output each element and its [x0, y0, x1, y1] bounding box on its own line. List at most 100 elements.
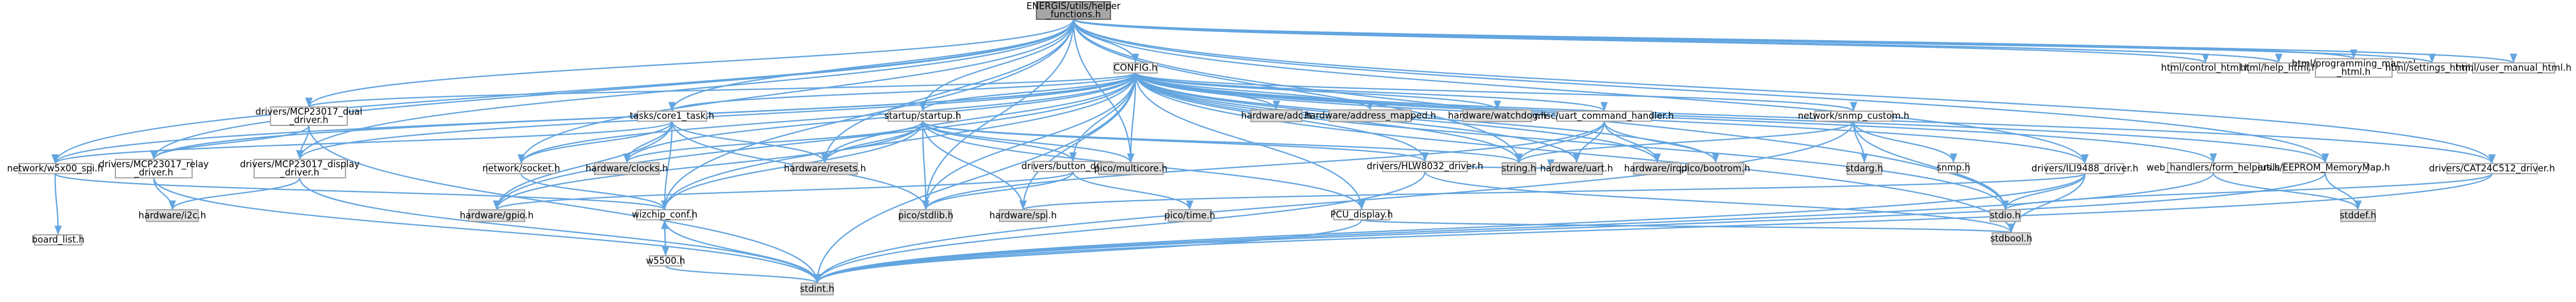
- node-form_helpers[interactable]: web_handlers/form_helpers.h: [2146, 162, 2280, 174]
- edge-root-to-html_control: [1073, 18, 2209, 64]
- node-uart_cmd[interactable]: misc/uart_command_handler.h: [1535, 111, 1674, 122]
- node-box-pcu_display: [1333, 209, 1391, 221]
- edge-root-to-cat24: [1073, 19, 2496, 164]
- node-hw_resets: hardware/resets.h: [784, 162, 866, 175]
- edge-config-to-eeprom: [1135, 73, 2329, 163]
- node-core1[interactable]: tasks/core1_task.h: [630, 111, 714, 122]
- edge-ili9488-to-stdbool: [2007, 173, 2086, 233]
- node-html_help[interactable]: html/help_html.h: [2240, 62, 2317, 74]
- node-box-hw_watchdog: [1462, 109, 1533, 123]
- edge-root-to-hw_resets: [821, 19, 1074, 163]
- node-hw_adc: hardware/adc.h: [1241, 109, 1312, 123]
- node-label-stddef: stddef.h: [2340, 210, 2376, 221]
- node-label-board_list: board_list.h: [32, 234, 85, 245]
- node-box-w5x00: [18, 163, 92, 174]
- node-box-hw_irq: [1633, 162, 1681, 175]
- node-hlw8032[interactable]: drivers/HLW8032_driver.h: [1367, 161, 1483, 172]
- edge-startup-to-pico_multicore: [922, 120, 1135, 163]
- node-label-core1: tasks/core1_task.h: [630, 111, 714, 122]
- node-stdbool: stdbool.h: [1990, 232, 2033, 245]
- node-label-pico_bootrom: pico/bootrom.h: [1681, 163, 1750, 174]
- edge-w5500-to-wizchip: [660, 219, 669, 256]
- edge-hlw8032-to-stdint: [813, 171, 1426, 283]
- node-ili9488[interactable]: drivers/ILI9488_driver.h: [2031, 163, 2139, 174]
- node-html_user[interactable]: html/user_manual_html.h: [2456, 62, 2572, 74]
- node-label-eeprom: utils/EEPROM_MemoryMap.h: [2261, 162, 2390, 173]
- edge-root-to-socket: [517, 19, 1074, 164]
- node-label-hw_watchdog: hardware/watchdog.h: [1448, 110, 1547, 120]
- edge-root-to-mcp_display: [296, 19, 1074, 160]
- edge-mcp_dual-to-mcp_relay: [150, 125, 310, 160]
- node-wizchip[interactable]: wizchip_conf.h: [632, 209, 698, 221]
- node-html_control[interactable]: html/control_html.h: [2161, 62, 2250, 74]
- node-stddef: stddef.h: [2340, 209, 2377, 222]
- node-stdint: stdint.h: [800, 282, 835, 296]
- node-html_settings[interactable]: html/settings_html.h: [2385, 62, 2479, 74]
- node-label-pico_stdlib: pico/stdlib.h: [898, 210, 953, 221]
- edge-mcp_relay-to-hw_i2c: [153, 178, 176, 210]
- node-snmp_custom[interactable]: network/snmp_custom.h: [1798, 111, 1909, 122]
- node-html_prog[interactable]: html/programming_manual_html.h: [2292, 58, 2416, 78]
- node-box-core1: [637, 111, 707, 122]
- node-pico_stdlib: pico/stdlib.h: [898, 209, 953, 222]
- edge-startup-to-hw_gpio: [493, 121, 924, 210]
- node-box-html_user: [2472, 62, 2555, 74]
- node-label-snmp_custom: network/snmp_custom.h: [1798, 111, 1909, 122]
- edge-pcu_display-to-stdint: [813, 219, 1363, 284]
- node-socket[interactable]: network/socket.h: [482, 163, 560, 174]
- node-box-cat24: [2446, 163, 2538, 174]
- node-box-config: [1113, 62, 1158, 74]
- node-startup[interactable]: startup/startup.h: [884, 111, 961, 122]
- node-label-hw_irq: hardware/irq.h: [1624, 163, 1691, 174]
- edge-w5500-to-stdint: [665, 265, 821, 284]
- edge-config-to-stdbool: [1135, 73, 2015, 233]
- edge-config-to-hw_gpio: [493, 73, 1136, 210]
- node-w5x00[interactable]: network/w5x00_spi.h: [7, 163, 103, 174]
- edge-config-to-hw_clocks: [623, 73, 1136, 163]
- edge-mcp_dual-to-stdint: [308, 125, 821, 283]
- node-label-hlw8032: drivers/HLW8032_driver.h: [1367, 161, 1483, 172]
- edge-config-to-cat24: [1135, 73, 2496, 164]
- node-label-ili9488: drivers/ILI9488_driver.h: [2031, 163, 2139, 174]
- node-label-html_user: html/user_manual_html.h: [2456, 63, 2572, 74]
- node-label-stdbool: stdbool.h: [1990, 233, 2033, 244]
- edge-core1-to-wizchip: [660, 121, 673, 210]
- node-mcp_relay[interactable]: drivers/MCP23017_relay_driver.h: [99, 158, 209, 179]
- node-box-pico_stdlib: [900, 209, 952, 222]
- node-pico_time: pico/time.h: [1164, 209, 1215, 222]
- node-label-wizchip: wizchip_conf.h: [632, 209, 698, 220]
- edge-button-to-hw_gpio: [493, 171, 1074, 211]
- node-w5500[interactable]: w5500.h: [646, 255, 685, 267]
- node-snmp[interactable]: snmp.h: [1937, 162, 1970, 174]
- edge-cat24-to-stdio: [2002, 173, 2493, 211]
- node-pcu_display[interactable]: PCU_display.h: [1330, 209, 1393, 221]
- edge-snmp_custom-to-stdint: [813, 121, 1855, 283]
- node-mcp_dual[interactable]: drivers/MCP23017_dual_driver.h: [256, 106, 363, 126]
- node-box-html_help: [2248, 62, 2309, 74]
- edge-startup-to-hw_spi: [922, 121, 1027, 210]
- node-box-form_helpers: [2167, 162, 2260, 174]
- edge-w5x00-to-wizchip: [54, 173, 668, 211]
- edge-w5x00-to-board_list: [54, 173, 62, 235]
- node-label-hw_resets: hardware/resets.h: [784, 163, 866, 174]
- node-mcp_display[interactable]: drivers/MCP23017_display_driver.h: [240, 158, 360, 179]
- node-eeprom[interactable]: utils/EEPROM_MemoryMap.h: [2261, 162, 2390, 174]
- node-hw_watchdog: hardware/watchdog.h: [1448, 109, 1547, 123]
- node-label-html_settings: html/settings_html.h: [2385, 63, 2479, 74]
- node-label-uart_cmd: misc/uart_command_handler.h: [1535, 111, 1674, 122]
- edge-config-to-mcp_dual: [306, 72, 1136, 108]
- node-hw_i2c: hardware/i2c.h: [138, 209, 206, 222]
- graph-edges: [51, 18, 2517, 284]
- node-box-html_control: [2170, 62, 2241, 74]
- node-label-stdarg: stdarg.h: [1846, 163, 1883, 174]
- node-label-mcp_dual: drivers/MCP23017_dual: [256, 107, 363, 118]
- node-board_list[interactable]: board_list.h: [32, 234, 85, 246]
- node-cat24[interactable]: drivers/CAT24C512_driver.h: [2429, 163, 2555, 174]
- edge-uart_cmd-to-hw_uart: [1573, 121, 1605, 163]
- node-label-w5x00: network/w5x00_spi.h: [7, 163, 103, 174]
- node-box-startup: [887, 111, 958, 122]
- edge-socket-to-wizchip: [520, 173, 669, 210]
- node-root: ENERGIS/utils/helper_functions.h: [1026, 1, 1120, 20]
- edge-core1-to-w5x00: [52, 120, 673, 164]
- node-config[interactable]: CONFIG.h: [1113, 62, 1158, 74]
